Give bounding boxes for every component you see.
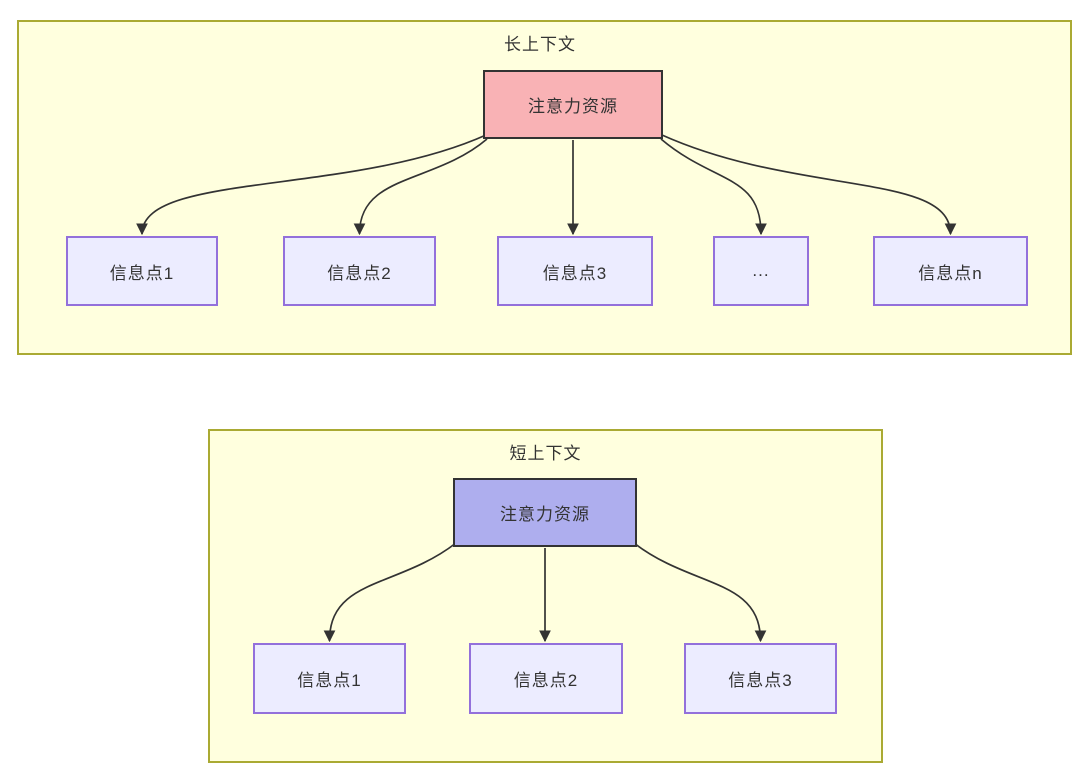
- short-attention-resource-node: 注意力资源: [453, 478, 637, 547]
- long-context-panel-title: 长上下文: [504, 35, 576, 54]
- long-attention-resource-node: 注意力资源: [483, 70, 663, 139]
- long-info-point-n-node: 信息点n: [873, 236, 1028, 306]
- short-context-panel-title: 短上下文: [509, 444, 582, 463]
- short-info-point-1-node: 信息点1: [253, 643, 406, 714]
- long-info-point-2-node: 信息点2: [283, 236, 436, 306]
- long-info-point-3-node: 信息点3: [497, 236, 653, 306]
- long-info-point-1-node: 信息点1: [66, 236, 218, 306]
- short-info-point-2-node: 信息点2: [469, 643, 623, 714]
- short-info-point-3-node: 信息点3: [684, 643, 837, 714]
- long-info-point-ellipsis-node: ...: [713, 236, 809, 306]
